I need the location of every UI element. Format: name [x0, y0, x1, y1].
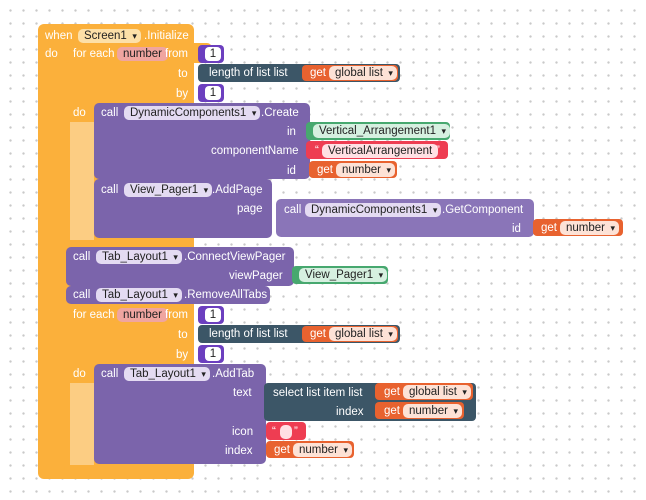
getcomp-component-dropdown[interactable]: DynamicComponents1 — [305, 203, 442, 217]
connect-viewpager-dropdown[interactable]: View_Pager1 — [299, 268, 388, 282]
loop1-from-label: from — [165, 48, 188, 60]
loop2-from-label: from — [165, 309, 188, 321]
loop2-from-value[interactable]: 1 — [205, 308, 221, 322]
event-when-label: when — [45, 30, 73, 42]
select-get-label: get — [384, 386, 400, 398]
connect-method-label: .ConnectViewPager — [184, 251, 286, 263]
select-index-label: index — [336, 406, 364, 418]
icon-quote-close: ” — [294, 426, 298, 438]
loop1-length-label: length of list list — [209, 67, 288, 79]
getcomp-id-label: id — [512, 223, 521, 235]
create-componentname-value[interactable]: VerticalArrangement — [322, 144, 439, 158]
create-quote-close: ” — [436, 145, 440, 157]
icon-quote-open: “ — [272, 426, 276, 438]
addtab-method-label: .AddTab — [212, 368, 255, 380]
addpage-call-label: call — [101, 184, 119, 196]
create-componentname-label: componentName — [211, 145, 299, 157]
remove-method-label: .RemoveAllTabs — [184, 289, 268, 301]
addpage-method-label: .AddPage — [212, 184, 263, 196]
addtab-icon-value[interactable] — [280, 425, 292, 439]
create-method-label: .Create — [261, 107, 299, 119]
loop2-length-label: length of list list — [209, 328, 288, 340]
create-in-label: in — [287, 126, 296, 138]
connect-component-dropdown[interactable]: Tab_Layout1 — [96, 250, 182, 264]
connect-viewpager-label: viewPager — [229, 270, 283, 282]
create-component-dropdown[interactable]: DynamicComponents1 — [124, 106, 261, 120]
select-index-get-label: get — [384, 405, 400, 417]
loop1-to-label: to — [178, 68, 188, 80]
loop1-global-list-dropdown[interactable]: global list — [329, 66, 397, 80]
create-in-dropdown[interactable]: Vertical_Arrangement1 — [313, 124, 450, 138]
loop2-global-list-dropdown[interactable]: global list — [329, 327, 397, 341]
loop1-by-label: by — [176, 88, 189, 100]
loop1-var-field[interactable]: number — [117, 47, 168, 61]
loop1-for-each-label: for each — [73, 48, 115, 60]
getcomp-id-number-dropdown[interactable]: number — [560, 221, 619, 235]
create-id-label: id — [287, 165, 296, 177]
connect-call-label: call — [73, 251, 91, 263]
addpage-page-label: page — [237, 203, 263, 215]
addtab-component-dropdown[interactable]: Tab_Layout1 — [124, 367, 210, 381]
loop2-do-label: do — [73, 368, 86, 380]
addpage-component-dropdown[interactable]: View_Pager1 — [124, 183, 213, 197]
remove-call-label: call — [73, 289, 91, 301]
remove-component-dropdown[interactable]: Tab_Layout1 — [96, 288, 182, 302]
addtab-icon-label: icon — [232, 426, 254, 438]
addtab-index-get-label: get — [274, 444, 290, 456]
event-name-label: .Initialize — [144, 30, 189, 42]
addtab-index-label: index — [225, 445, 253, 457]
select-global-list-dropdown[interactable]: global list — [403, 385, 471, 399]
loop2-to-label: to — [178, 329, 188, 341]
loop2-var-field[interactable]: number — [117, 308, 168, 322]
create-quote-open: “ — [315, 145, 319, 157]
loop2-by-value[interactable]: 1 — [205, 347, 221, 361]
create-id-number-dropdown[interactable]: number — [336, 163, 395, 177]
select-index-number-dropdown[interactable]: number — [403, 404, 462, 418]
addtab-text-label: text — [233, 387, 252, 399]
create-get-label: get — [317, 164, 333, 176]
addtab-call-label: call — [101, 368, 119, 380]
select-list-item-label: select list item list — [273, 387, 363, 399]
loop1-by-value[interactable]: 1 — [205, 86, 221, 100]
event-component-dropdown[interactable]: Screen1 — [78, 29, 141, 43]
loop1-from-value[interactable]: 1 — [205, 47, 221, 61]
loop1-do-label: do — [73, 107, 86, 119]
loop1-get-label: get — [310, 67, 326, 79]
event-do-label: do — [45, 48, 58, 60]
loop2-get-label: get — [310, 328, 326, 340]
getcomp-method-label: .GetComponent — [442, 204, 524, 216]
addtab-index-number-dropdown[interactable]: number — [293, 443, 352, 457]
create-call-label: call — [101, 107, 119, 119]
getcomp-call-label: call — [284, 204, 302, 216]
loop2-for-each-label: for each — [73, 309, 115, 321]
loop2-by-label: by — [176, 349, 189, 361]
getcomp-get-label: get — [541, 222, 557, 234]
